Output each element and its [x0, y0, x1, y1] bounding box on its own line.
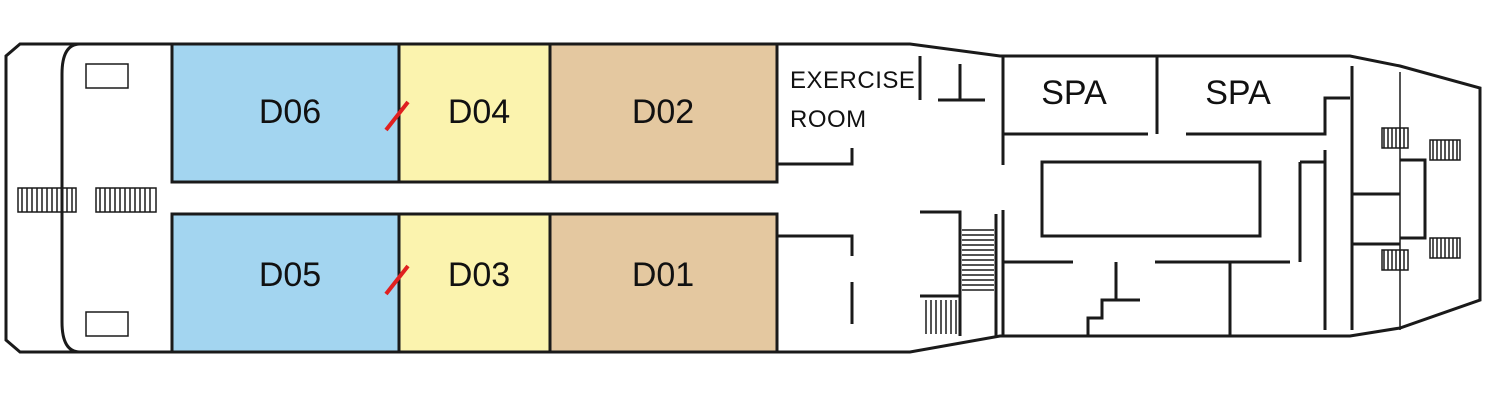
stairs-icon	[1381, 237, 1461, 271]
cabin-d02[interactable]	[548, 42, 779, 184]
cabin-d06[interactable]	[170, 42, 401, 184]
exercise-room-label-line1: EXERCISE	[790, 67, 915, 94]
corridor-wall	[777, 234, 854, 256]
cabin-label-d06: D06	[259, 93, 321, 131]
cabin-label-d03: D03	[448, 256, 510, 294]
window-icon	[85, 63, 129, 89]
window-icon	[85, 311, 129, 337]
interior-wall	[1400, 158, 1427, 240]
cabin-label-d02: D02	[632, 93, 694, 131]
cabin-label-d05: D05	[259, 256, 321, 294]
connecting-door-icon	[384, 264, 410, 296]
stairs-icon	[1381, 127, 1461, 161]
spa-room-2-wall	[1186, 96, 1350, 136]
stairs-icon	[95, 187, 157, 213]
cabin-d05[interactable]	[170, 212, 401, 354]
exercise-room-label-line2: ROOM	[790, 106, 867, 133]
cabin-d04[interactable]	[397, 42, 552, 184]
spa-label-1: SPA	[1041, 74, 1107, 112]
pool	[1040, 160, 1262, 238]
cabin-label-d01: D01	[632, 256, 694, 294]
spa-label-2: SPA	[1205, 74, 1271, 112]
cabin-label-d04: D04	[448, 93, 510, 131]
stairs-icon	[17, 187, 77, 213]
step-detail	[1086, 262, 1118, 336]
connecting-door-icon	[384, 100, 410, 132]
stairs-icon	[920, 210, 998, 336]
exercise-room-wall	[777, 148, 854, 166]
cabin-d01[interactable]	[548, 212, 779, 354]
